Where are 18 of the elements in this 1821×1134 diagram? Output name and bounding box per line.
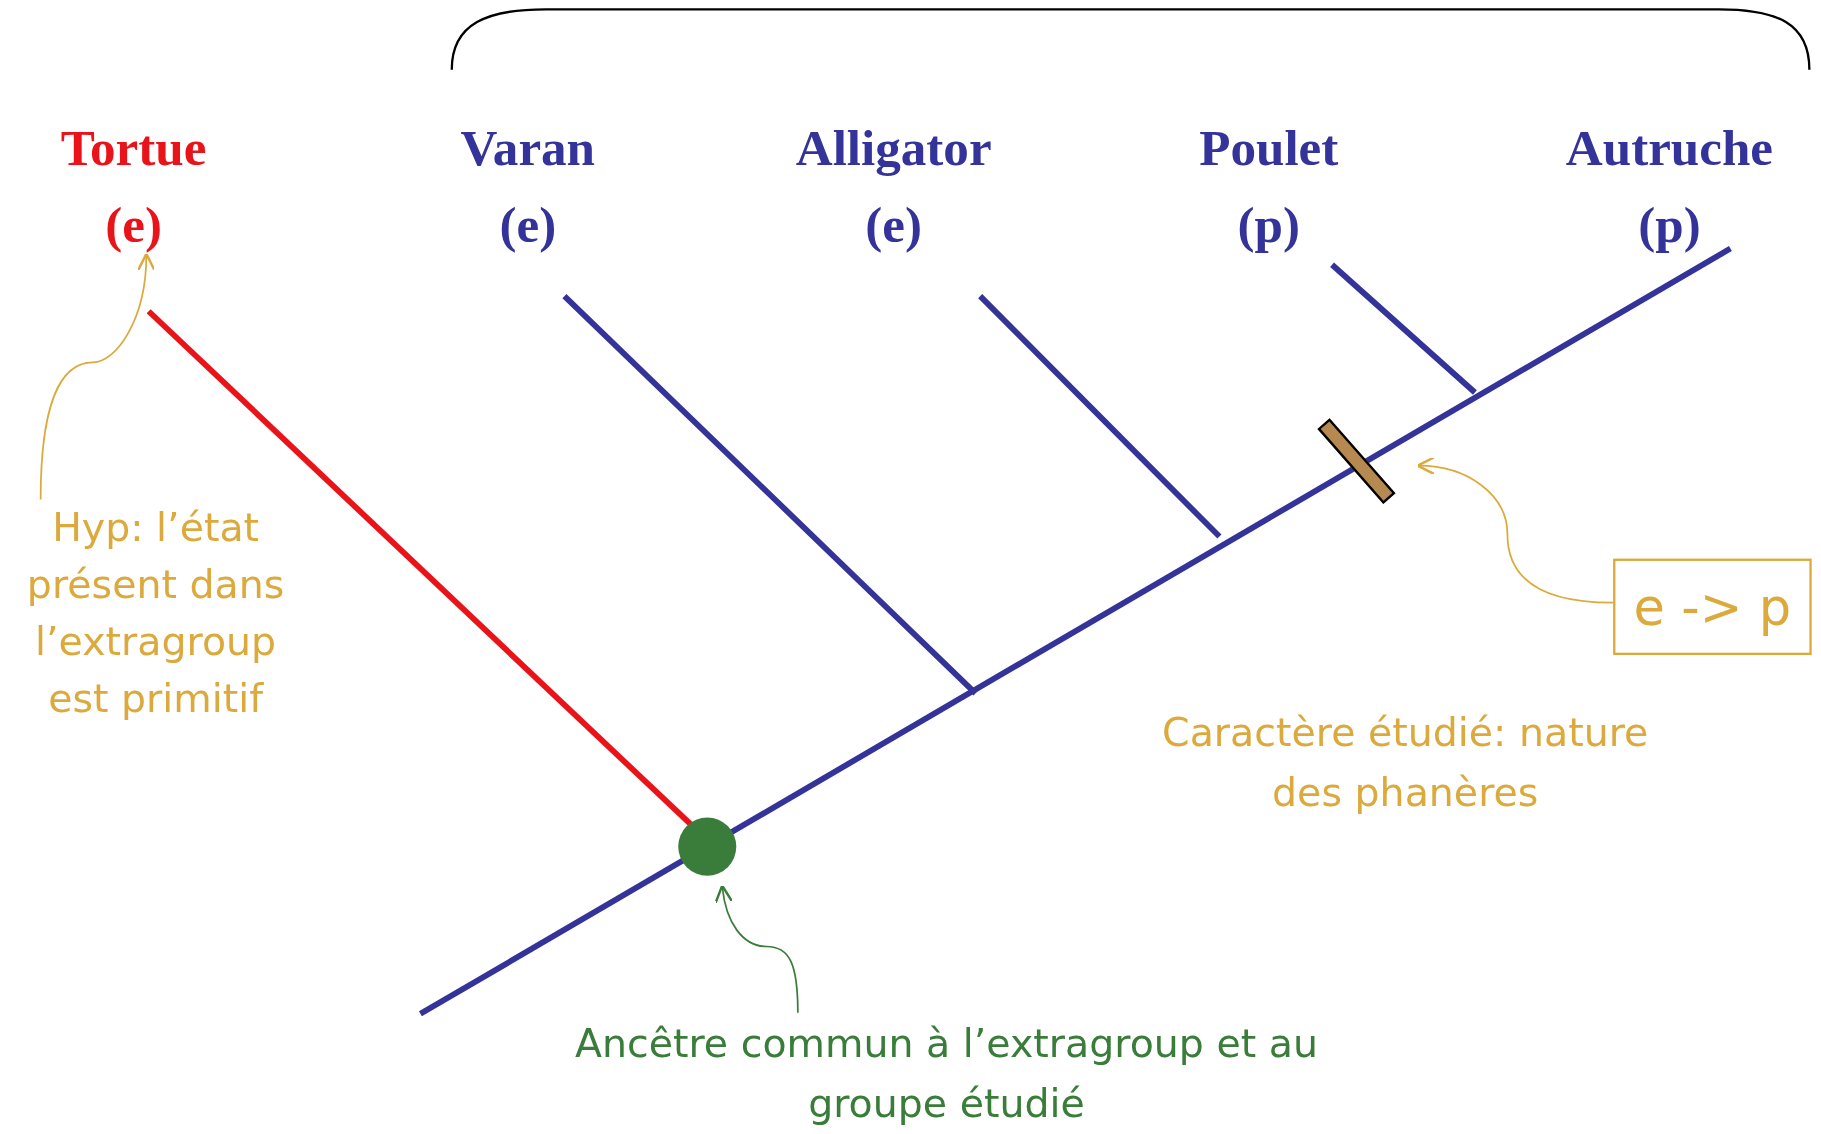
character-state: (e)	[498, 195, 558, 256]
character-state: (e)	[864, 195, 923, 256]
taxon-name: Tortue	[59, 118, 208, 179]
taxon-name: Alligator	[794, 118, 993, 179]
branch-line	[146, 309, 695, 828]
annotation-text: Ancêtre commun à l’extragroup et au groupe étudié	[574, 1012, 1319, 1134]
leader-arrow	[715, 884, 799, 1014]
character-change-box: e -> p	[1613, 558, 1812, 655]
leader-arrow	[39, 252, 156, 501]
taxon-name: Poulet	[1198, 118, 1340, 179]
note-text: Caractère étudié: nature des phanères	[1161, 707, 1650, 818]
leader-arrow	[1416, 457, 1614, 604]
annotation-text: Hyp: l’état présent dans l’extragroup est primitif	[0, 499, 312, 732]
taxon-name: Autruche	[1564, 118, 1775, 179]
character-state: (p)	[1637, 195, 1702, 256]
character-state: (p)	[1236, 195, 1301, 256]
character-state: (e)	[104, 195, 163, 256]
taxon-name: Varan	[459, 118, 597, 179]
